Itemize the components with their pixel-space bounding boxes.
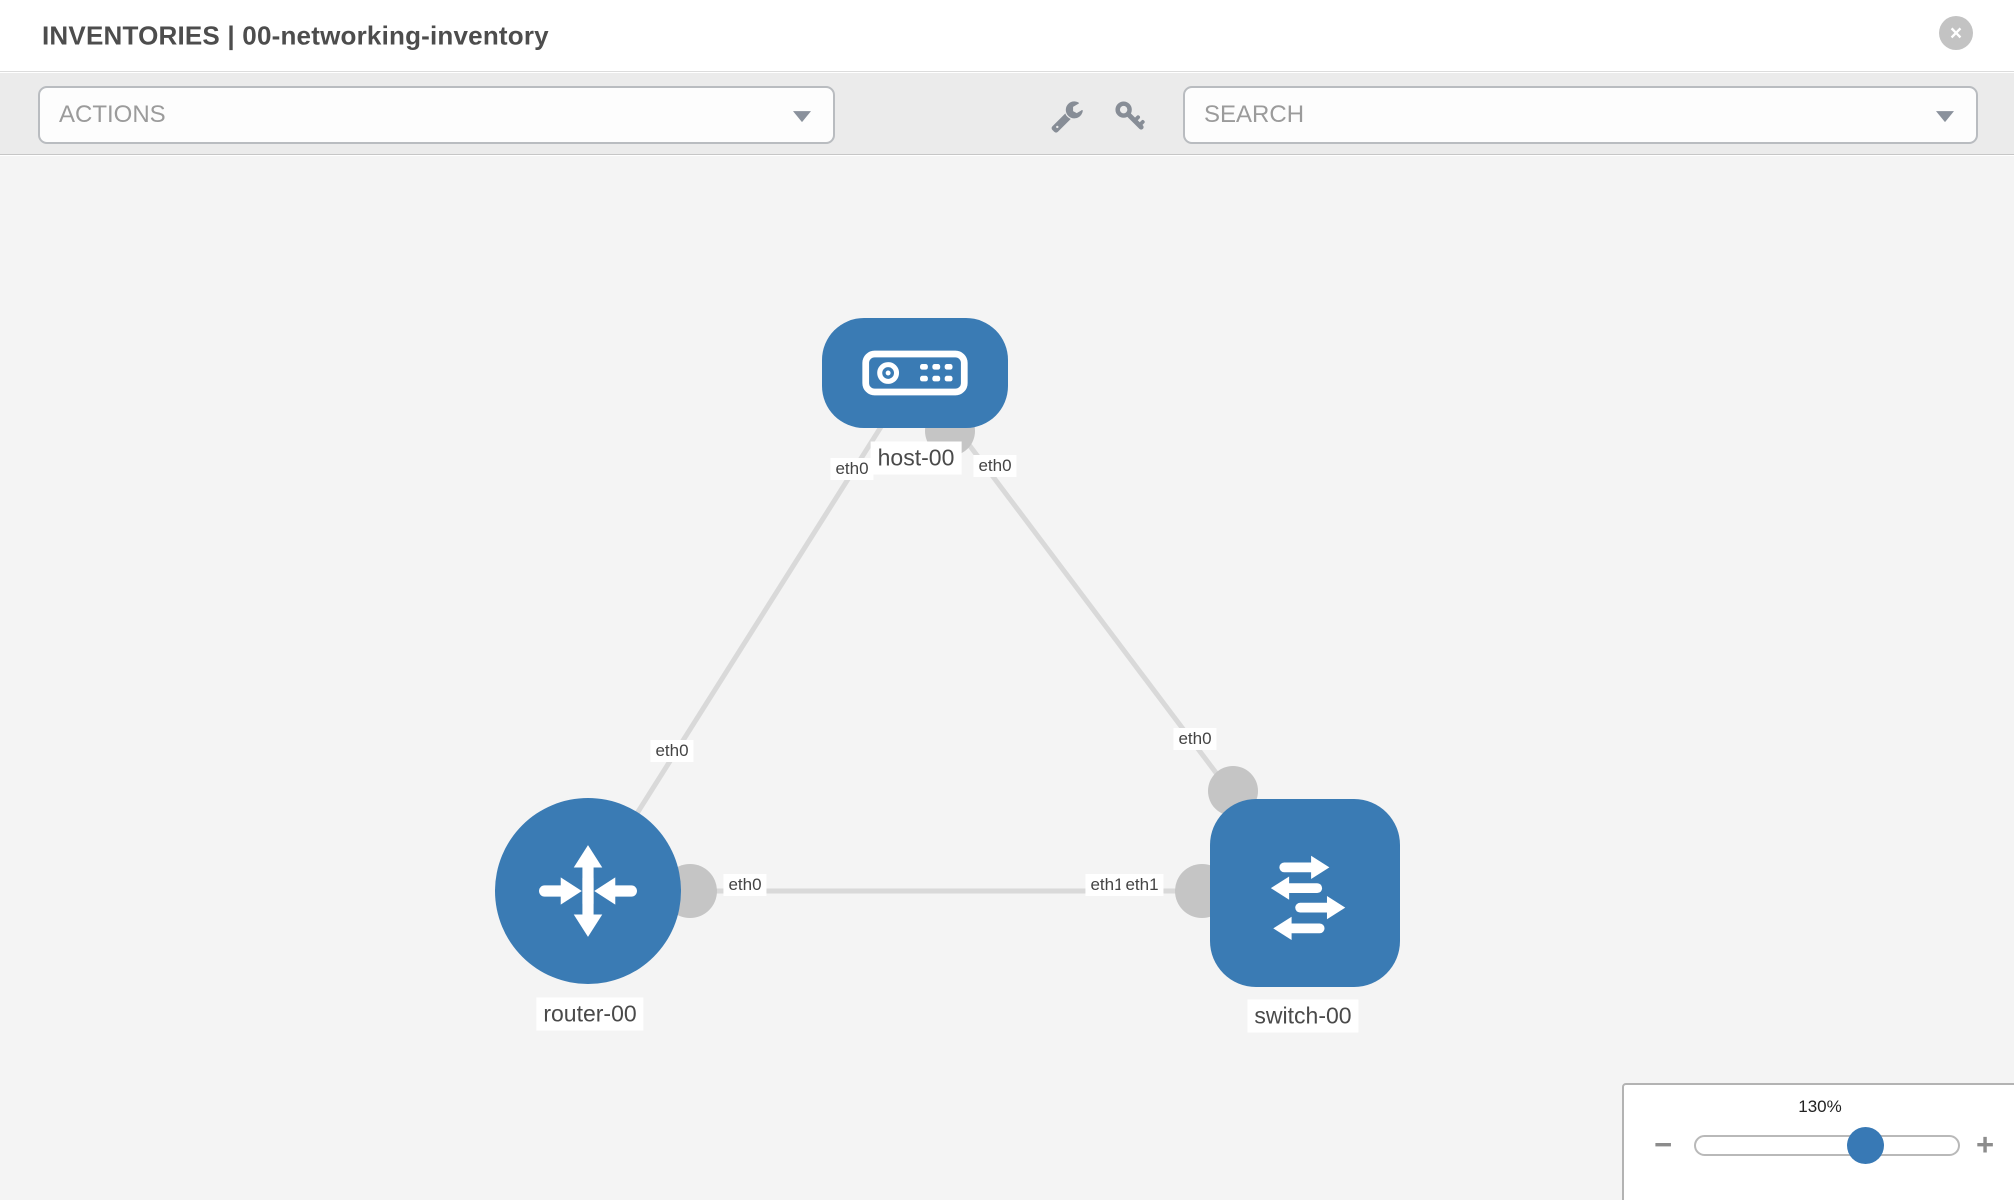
host-icon — [862, 350, 968, 396]
iface-label: eth1 — [1120, 874, 1164, 896]
node-host-00[interactable] — [822, 318, 1008, 428]
iface-label: eth1 — [1085, 874, 1129, 896]
router-icon — [539, 845, 637, 937]
iface-label: eth0 — [830, 458, 874, 480]
actions-dropdown-label: ACTIONS — [59, 101, 166, 128]
search-dropdown[interactable]: SEARCH — [1183, 86, 1978, 144]
wrench-icon[interactable] — [1050, 99, 1084, 133]
iface-label: eth0 — [1173, 728, 1217, 750]
iface-label: eth0 — [650, 740, 694, 762]
zoom-slider-track[interactable] — [1694, 1135, 1960, 1156]
close-icon[interactable]: × — [1939, 16, 1973, 50]
zoom-in-button[interactable]: + — [1976, 1127, 1995, 1162]
node-label-host-00: host-00 — [870, 441, 962, 475]
topology-toolbar: ACTIONS SEARCH — [0, 73, 2014, 155]
iface-label: eth0 — [723, 874, 767, 896]
zoom-control-panel: 130% − + — [1622, 1083, 2014, 1200]
chevron-down-icon — [793, 111, 811, 123]
page-title: INVENTORIES | 00-networking-inventory — [42, 20, 549, 50]
zoom-level-value: 130% — [1798, 1097, 1842, 1116]
chevron-down-icon — [1936, 111, 1954, 123]
switch-icon — [1270, 855, 1346, 940]
node-label-router-00: router-00 — [536, 997, 644, 1031]
key-icon[interactable] — [1113, 99, 1147, 133]
node-label-switch-00: switch-00 — [1247, 999, 1359, 1033]
zoom-out-button[interactable]: − — [1654, 1127, 1673, 1162]
links-layer — [585, 371, 1307, 918]
node-switch-00[interactable] — [1210, 799, 1400, 987]
topology-canvas[interactable]: eth0 eth0 eth0 eth0 eth0 eth1 eth1 host-… — [0, 156, 2014, 1200]
node-router-00[interactable] — [495, 798, 681, 984]
iface-label: eth0 — [973, 455, 1017, 477]
actions-dropdown[interactable]: ACTIONS — [38, 86, 835, 144]
search-dropdown-label: SEARCH — [1204, 101, 1305, 128]
inventory-header: INVENTORIES | 00-networking-inventory × — [0, 0, 2014, 72]
zoom-slider-thumb[interactable] — [1847, 1127, 1884, 1164]
